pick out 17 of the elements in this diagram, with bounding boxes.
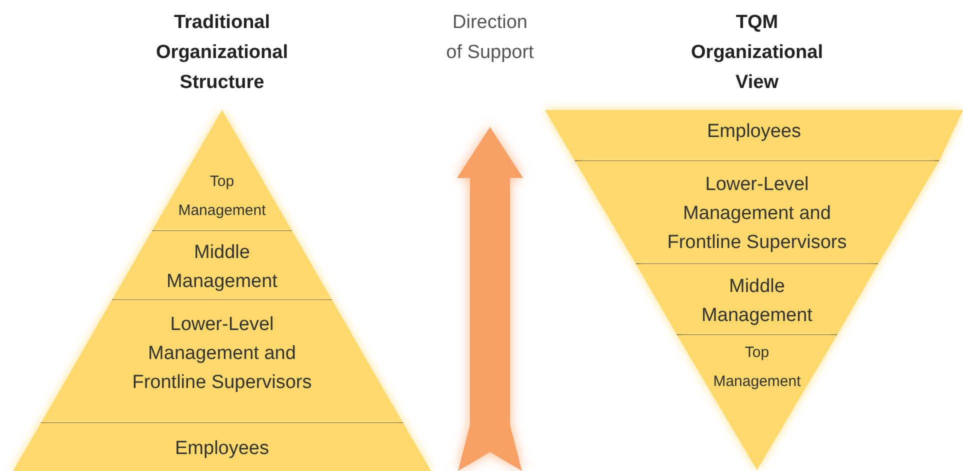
direction-label: Direction of Support <box>446 11 534 65</box>
pyramid-heading: Traditional Organizational Structure <box>155 11 289 95</box>
pyramid-heading: TQM Organizational View <box>690 11 824 95</box>
layer-label: Middle Management <box>166 241 278 294</box>
layer-label: Lower-Level Management and Frontline Supervisors <box>131 313 313 395</box>
pyramid-layer <box>152 110 292 231</box>
pyramid-layer <box>636 264 878 335</box>
layer-label: Employees <box>707 120 801 144</box>
layer-label: Middle Management <box>700 275 814 328</box>
layer-label: Lower-Level Management and Frontline Supervisors <box>666 173 848 255</box>
layer-label: Employees <box>175 437 269 461</box>
pyramid-layer <box>13 423 431 471</box>
layer-label: Top Management <box>712 343 802 392</box>
pyramid-layer <box>545 110 963 161</box>
pyramid-layer <box>112 231 332 300</box>
layer-label: Top Management <box>177 172 267 221</box>
pyramid-layer <box>677 335 837 470</box>
